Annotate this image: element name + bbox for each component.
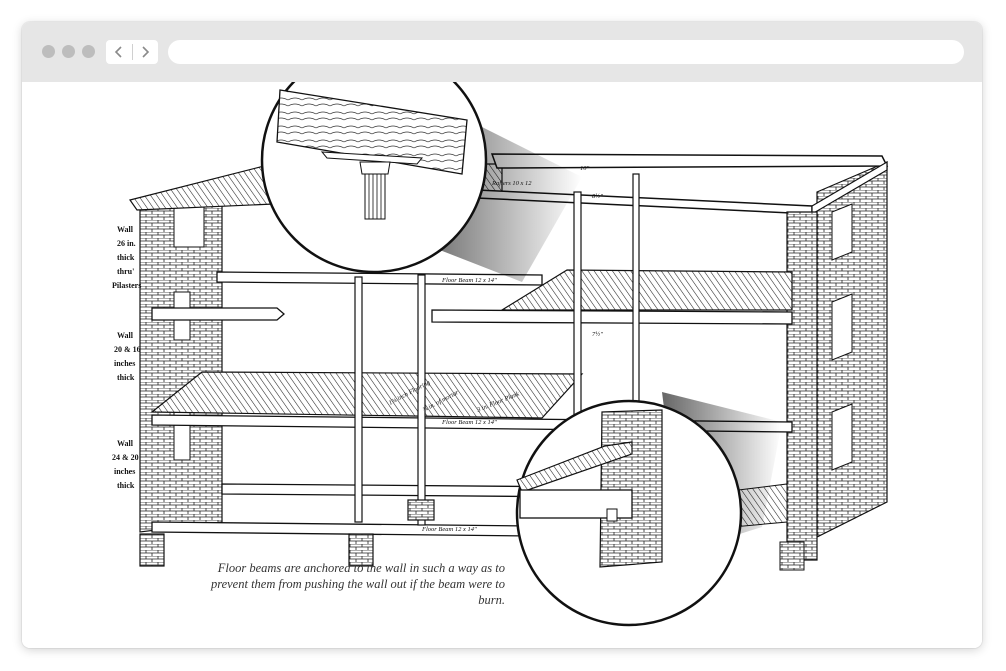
wall-label-line: 24 & 20 bbox=[112, 453, 139, 462]
browser-window: Wall 26 in. thick thru' Pilasters Wall 2… bbox=[22, 22, 982, 648]
window-maximize-dot[interactable] bbox=[82, 45, 95, 58]
back-button[interactable] bbox=[106, 40, 132, 64]
floor-beam-middle-label: Floor Beam 12 x 14" bbox=[441, 419, 497, 426]
upper-floor-deck bbox=[499, 269, 793, 311]
window-close-dot[interactable] bbox=[42, 45, 55, 58]
wall-label-line: inches bbox=[114, 467, 135, 476]
wall-label-line: Wall bbox=[117, 225, 134, 234]
wall-label-line: Pilasters bbox=[112, 281, 141, 290]
wall-label-line: thick bbox=[117, 373, 135, 382]
building-cross-section-illustration: Wall 26 in. thick thru' Pilasters Wall 2… bbox=[112, 82, 889, 627]
wall-label-line: thru' bbox=[117, 267, 134, 276]
browser-toolbar bbox=[22, 22, 982, 82]
nav-divider bbox=[132, 44, 133, 60]
far-brick-wall bbox=[816, 161, 888, 538]
forward-button[interactable] bbox=[132, 40, 158, 64]
wall-label-line: thick bbox=[117, 253, 135, 262]
beam-wall-anchor-detail-callout bbox=[515, 399, 743, 627]
floor-beam-upper-label: Floor Beam 12 x 14" bbox=[441, 277, 497, 284]
figure-caption: Floor beams are anchored to the wall in … bbox=[210, 561, 505, 607]
rafter-dimension-label: 10" bbox=[580, 165, 590, 172]
column-capital-detail-callout bbox=[260, 82, 488, 274]
post-middle-label: 7½" bbox=[592, 331, 603, 338]
page-content: Wall 26 in. thick thru' Pilasters Wall 2… bbox=[22, 82, 982, 648]
wall-label-line: Wall bbox=[117, 331, 134, 340]
left-brick-wall bbox=[139, 201, 223, 533]
wall-label-bottom: Wall 24 & 20 inches thick bbox=[112, 439, 139, 490]
navigation-buttons bbox=[106, 40, 158, 64]
wall-label-middle: Wall 20 & 16 inches thick bbox=[114, 331, 141, 382]
address-bar[interactable] bbox=[168, 40, 964, 64]
window-minimize-dot[interactable] bbox=[62, 45, 75, 58]
wall-label-line: 26 in. bbox=[117, 239, 136, 248]
chevron-right-icon bbox=[142, 46, 150, 58]
wall-label-top: Wall 26 in. thick thru' Pilasters bbox=[112, 225, 141, 290]
rafters-label: Rafters 10 x 12 bbox=[491, 180, 532, 187]
middle-floor-deck bbox=[150, 371, 584, 419]
floor-beam-lower-label: Floor Beam 12 x 14" bbox=[421, 526, 477, 533]
wall-label-line: Wall bbox=[117, 439, 134, 448]
top-post-label: 8½" bbox=[592, 193, 603, 200]
wall-label-line: inches bbox=[114, 359, 135, 368]
chevron-left-icon bbox=[114, 46, 122, 58]
wall-label-line: thick bbox=[117, 481, 135, 490]
wall-label-line: 20 & 16 bbox=[114, 345, 141, 354]
front-brick-pier bbox=[779, 211, 818, 571]
cast-iron-columns bbox=[139, 173, 640, 567]
